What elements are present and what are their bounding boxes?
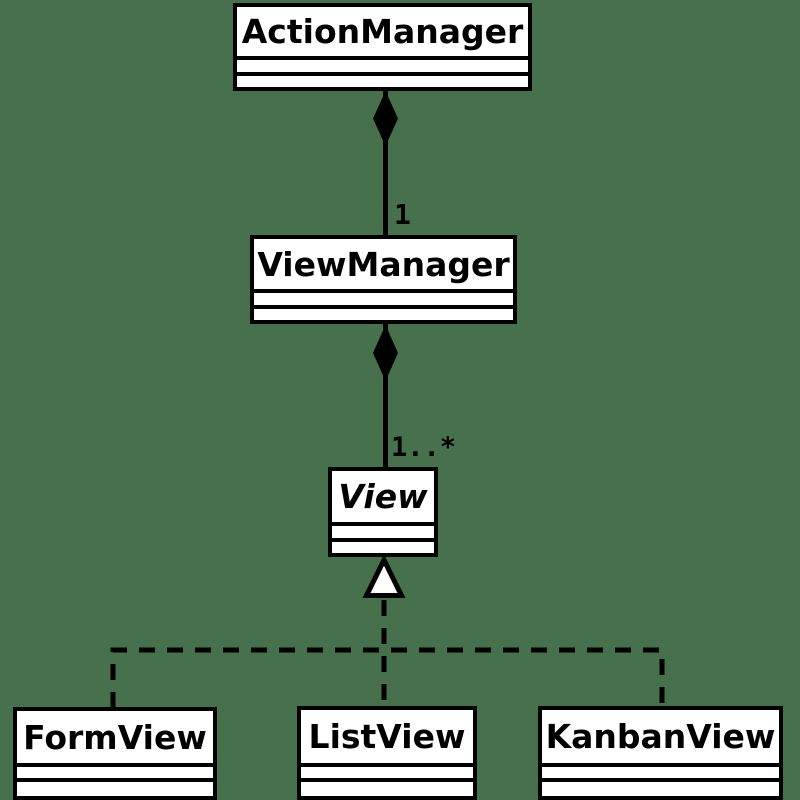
attributes-compartment (301, 763, 473, 778)
class-box-listview[interactable]: ListView (297, 706, 477, 800)
class-name-listview: ListView (308, 717, 466, 756)
attributes-compartment (254, 289, 513, 305)
attributes-compartment (237, 56, 528, 72)
class-box-actionmanager[interactable]: ActionManager (233, 3, 532, 91)
class-name-kanbanview: KanbanView (545, 717, 776, 756)
methods-compartment (332, 538, 434, 553)
class-box-formview[interactable]: FormView (13, 707, 217, 800)
class-box-viewmanager[interactable]: ViewManager (250, 235, 517, 324)
attributes-compartment (17, 763, 213, 778)
filled-diamond-icon (373, 325, 398, 381)
attributes-compartment (332, 522, 434, 538)
filled-diamond-icon (373, 91, 398, 146)
hollow-triangle-icon (362, 554, 406, 598)
class-name-viewmanager: ViewManager (257, 244, 510, 284)
methods-compartment (254, 305, 513, 320)
class-name-formview: FormView (23, 717, 207, 757)
multiplicity-label-one: 1 (394, 198, 411, 231)
methods-compartment (301, 778, 473, 796)
realization-edge-formview-kanbanview (110, 647, 665, 708)
class-box-view[interactable]: View (328, 467, 438, 557)
methods-compartment (17, 778, 213, 796)
methods-compartment (237, 72, 528, 87)
methods-compartment (542, 778, 779, 796)
class-name-actionmanager: ActionManager (241, 12, 524, 51)
multiplicity-label-one-to-many: 1..* (391, 432, 457, 463)
class-name-view: View (338, 477, 428, 516)
class-box-kanbanview[interactable]: KanbanView (538, 706, 783, 800)
attributes-compartment (542, 763, 779, 778)
